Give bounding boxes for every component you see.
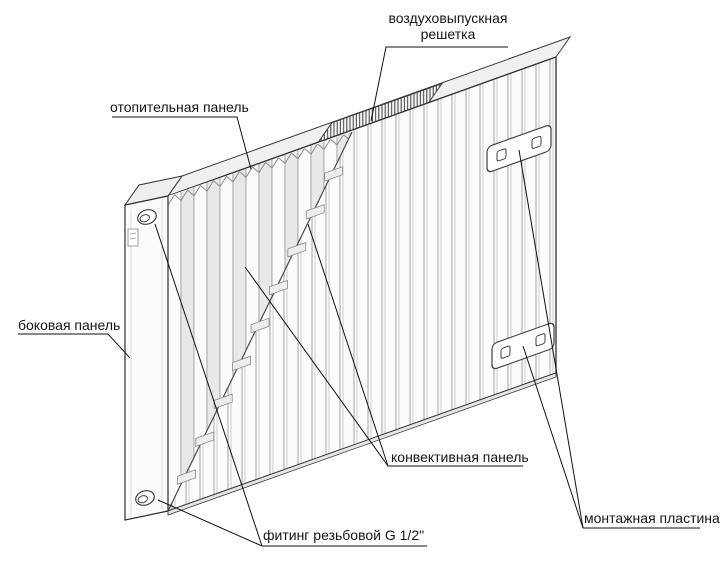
label-air-grille-line1: воздуховыпускная	[388, 10, 508, 26]
fitting-top	[137, 209, 157, 225]
fin-pleat-tops	[168, 133, 351, 206]
leader-side-panel	[18, 333, 131, 359]
label-air-grille-line2: решетка	[420, 26, 476, 42]
radiator-bottom-rim	[167, 372, 557, 516]
leader-heating-panel	[112, 116, 252, 170]
label-air-grille: воздуховыпускная решетка	[384, 10, 512, 42]
label-fitting: фитинг резьбовой G 1/2"	[263, 527, 425, 543]
leader-lines	[18, 46, 700, 547]
brand-sticker	[127, 228, 139, 247]
mounting-plate-bottom	[491, 322, 555, 370]
label-convective-panel: конвективная панель	[391, 449, 529, 465]
fitting-bottom	[135, 490, 155, 506]
leader-convective-2	[307, 223, 389, 467]
leader-fitting-top	[154, 223, 263, 547]
label-side-panel: боковая панель	[18, 317, 121, 333]
leader-air-grille	[370, 46, 508, 122]
label-heating-panel: отопительная панель	[110, 99, 249, 115]
side-panel	[123, 175, 184, 521]
mounting-plate-top	[486, 125, 552, 173]
label-mounting-plate: монтажная пластина	[584, 510, 720, 526]
leader-plate-top	[518, 149, 584, 529]
